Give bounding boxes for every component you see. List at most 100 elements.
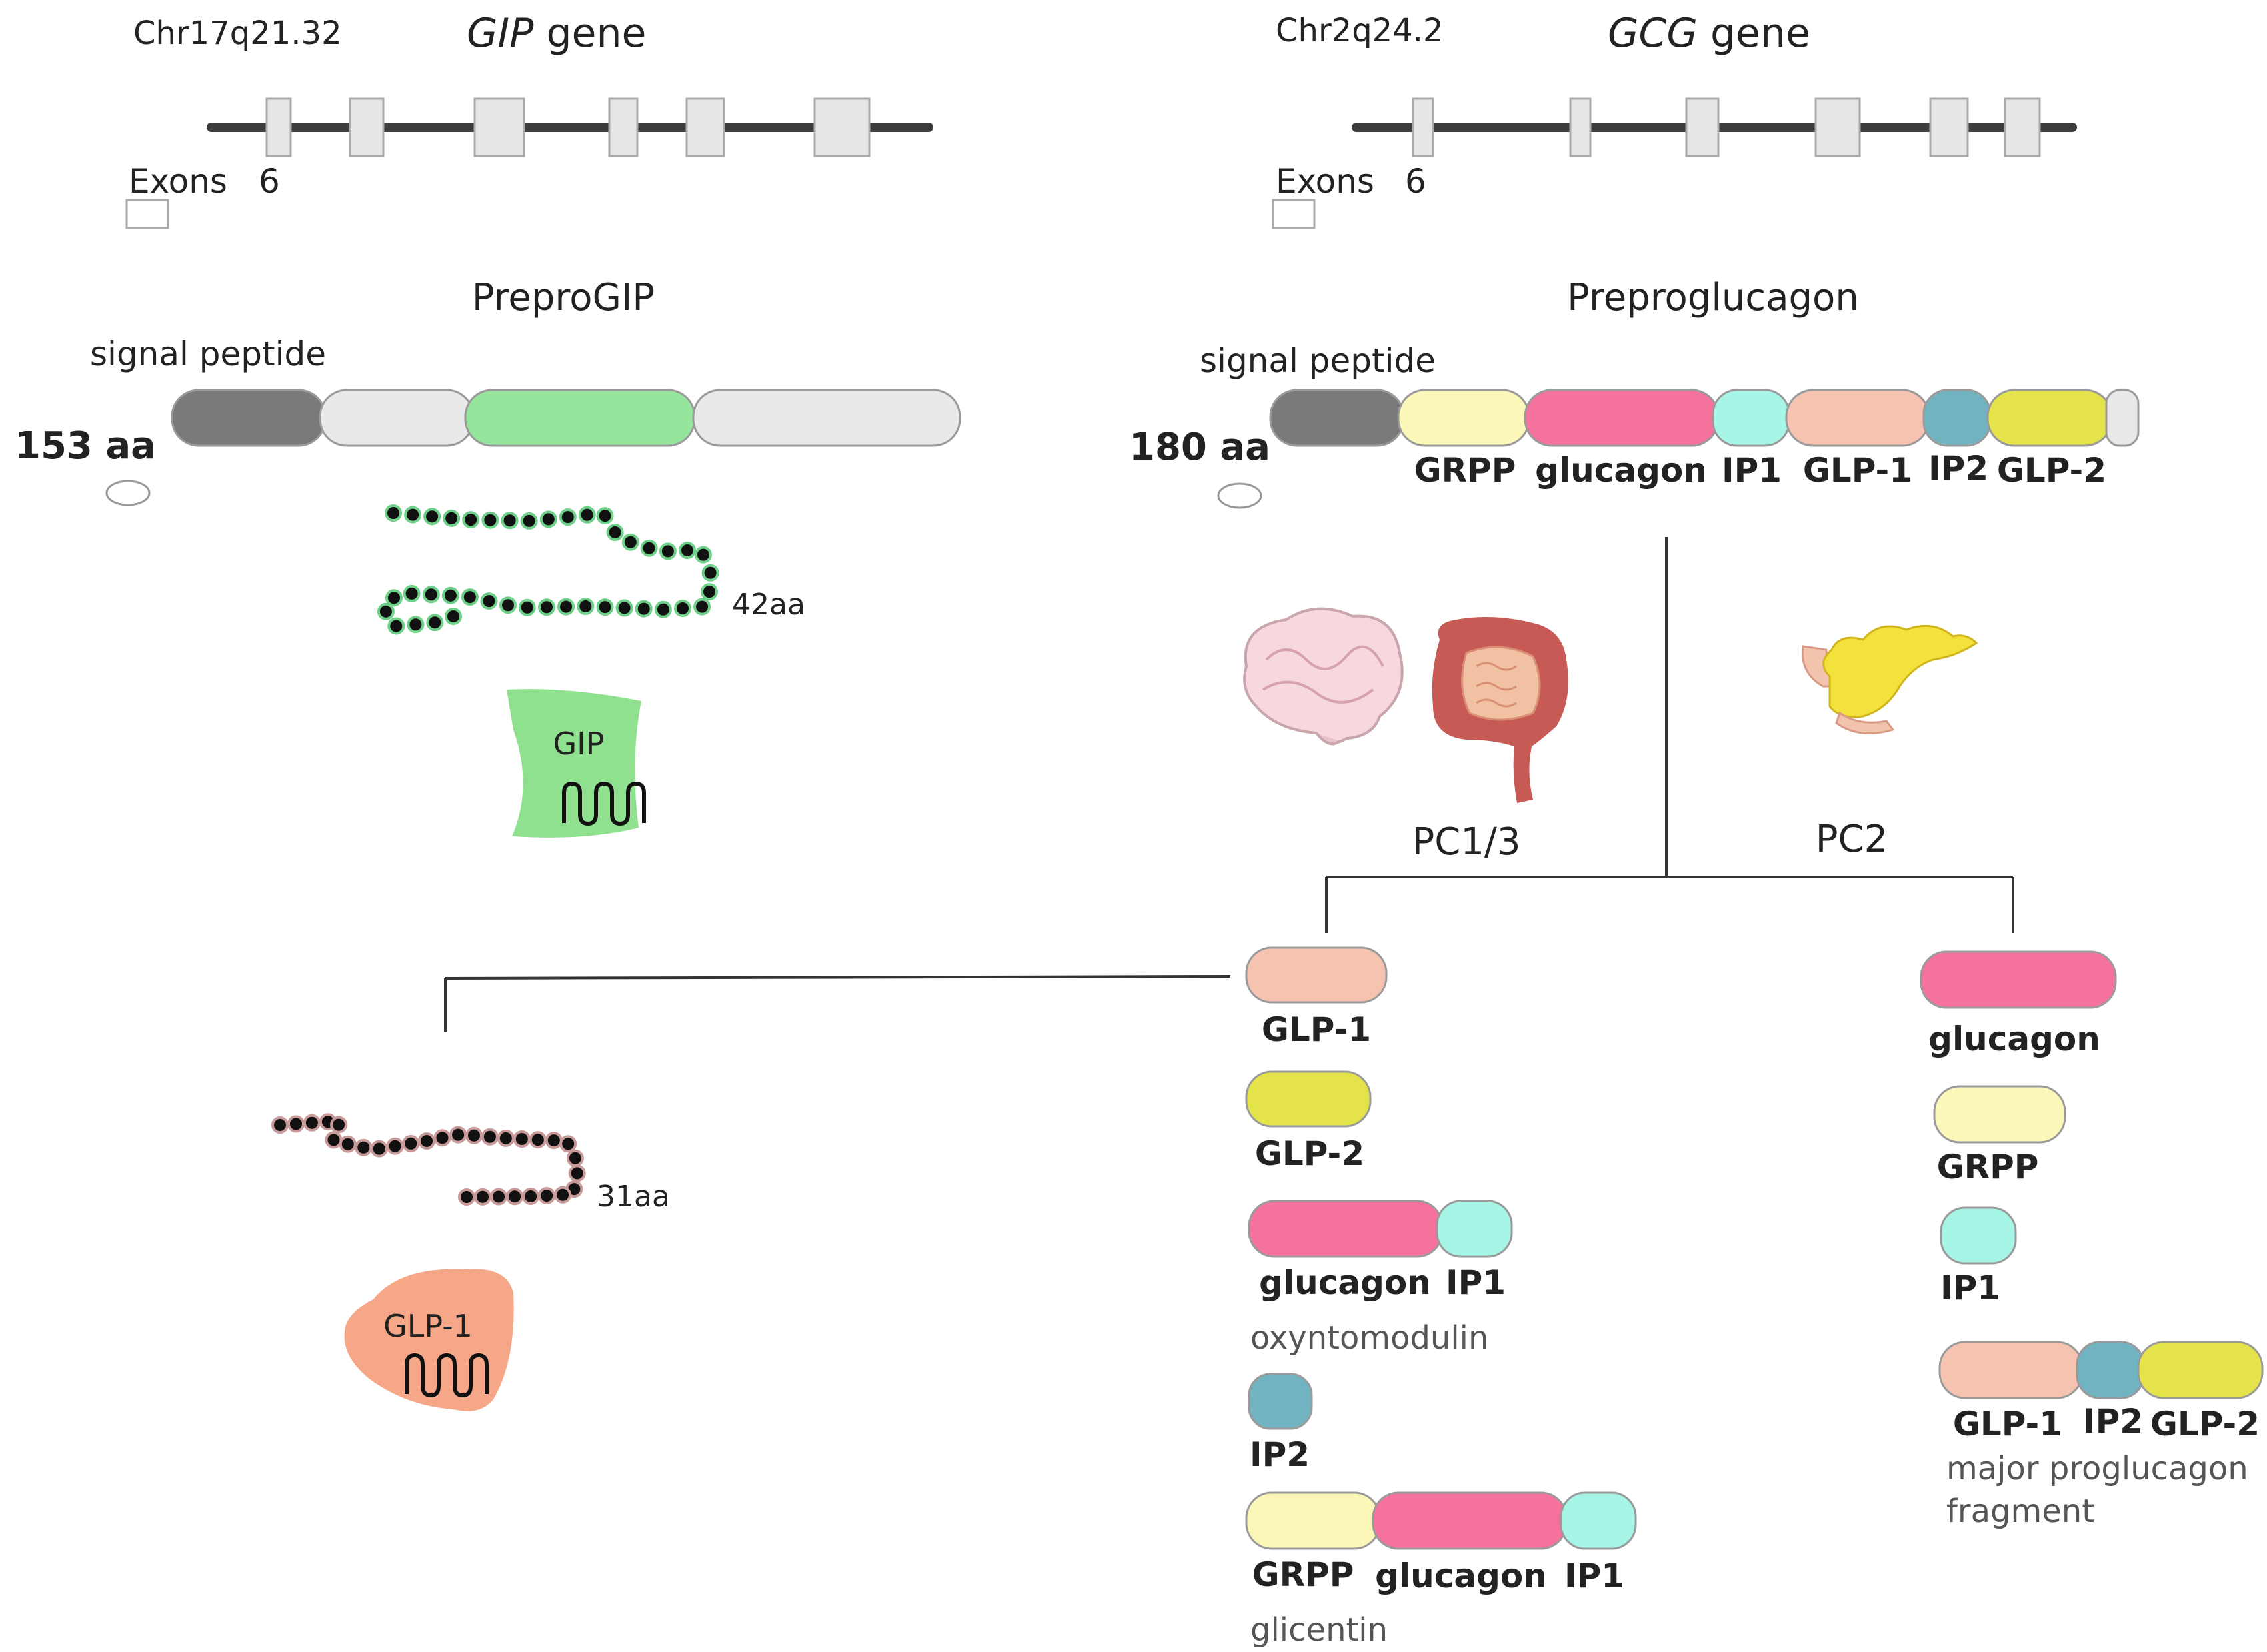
pc13-glicentin-grpp-bar	[1245, 1491, 1381, 1550]
gip-bead	[674, 600, 691, 617]
ppg-label-ip1: IP1	[1722, 451, 1782, 490]
glp1-bead	[529, 1131, 547, 1149]
gip-bead	[480, 592, 498, 610]
gip-exon-1	[265, 97, 292, 157]
glp1-bead	[554, 1186, 572, 1204]
pc2-glucagon-bar	[1920, 950, 2117, 1009]
pc2-grpp-bar	[1933, 1085, 2066, 1144]
gip-gene-panel: Chr17q21.32 GIP gene Exons 6	[125, 10, 933, 229]
gip-bead	[426, 614, 444, 632]
gcg-locus: Chr2q24.2	[1276, 12, 1444, 49]
glicentin-label: glicentin	[1250, 1611, 1388, 1649]
tree-glp1-link	[445, 975, 1231, 980]
glp1-bead	[481, 1128, 499, 1146]
glp1-bead	[506, 1188, 524, 1206]
gip-length-marker	[105, 480, 151, 506]
ppg-ip2-segment	[1922, 389, 1992, 447]
gip-bead	[701, 564, 719, 582]
ppg-grpp-segment	[1397, 389, 1530, 447]
gcg-exon-6	[2004, 97, 2041, 157]
pc2-mpgf-glp2-label: GLP-2	[2150, 1405, 2260, 1443]
glp1-bead	[355, 1138, 373, 1156]
pc2-products	[1920, 950, 2264, 1399]
gip-bead	[539, 510, 557, 528]
gip-shape-label: GIP	[553, 726, 605, 762]
brain-icon	[1243, 607, 1404, 746]
glp1-peptide-chain	[271, 1113, 586, 1206]
gip-peptide-chain	[377, 504, 719, 635]
gip-bead	[701, 583, 718, 601]
gip-exon-4	[608, 97, 639, 157]
gip-gene-line	[207, 123, 933, 132]
gcg-length: 180 aa	[1129, 426, 1270, 469]
gip-bead	[518, 598, 536, 616]
gip-bead	[659, 542, 677, 560]
gip-bead	[441, 586, 459, 604]
glp1-peptide-length: 31aa	[597, 1180, 670, 1214]
glp1-bead	[449, 1126, 467, 1144]
preproglucagon-title: Preproglucagon	[1567, 276, 1859, 319]
glp1-bead	[287, 1115, 305, 1133]
glp1-bead	[325, 1131, 343, 1149]
preprogip-bar	[171, 389, 961, 447]
gip-bead	[520, 512, 538, 530]
glp1-bead	[303, 1114, 321, 1132]
glp1-bead	[271, 1116, 289, 1134]
gip-bead	[385, 589, 403, 607]
glp1-bead	[538, 1187, 556, 1204]
glp1-bead	[559, 1135, 577, 1153]
ppg-label-glp2: GLP-2	[1997, 451, 2106, 490]
gip-bead	[559, 508, 577, 526]
glp1-bead	[433, 1129, 451, 1147]
gip-bead	[445, 608, 462, 625]
ppg-ip1-segment	[1712, 389, 1790, 447]
gip-bead	[377, 602, 395, 620]
pc2-label: PC2	[1816, 818, 1888, 861]
gip-bead	[577, 598, 595, 615]
glp1-bead	[386, 1137, 404, 1155]
gip-bead	[462, 511, 480, 529]
gip-exons-count: 6	[259, 162, 280, 201]
pc2-grpp-label: GRPP	[1937, 1148, 2039, 1186]
pc2-ip1-label: IP1	[1940, 1269, 2000, 1307]
preprogip-pro-segment	[319, 389, 475, 447]
pc2-mpgf-ip2-label: IP2	[2083, 1402, 2143, 1441]
pc2-mpgf-glp2-bar	[2137, 1341, 2264, 1399]
gcg-exon-4	[1814, 97, 1861, 157]
glp1-bead	[522, 1188, 540, 1205]
intestine-icon	[1432, 617, 1568, 803]
pc13-glicentin-ip1-label: IP1	[1564, 1557, 1624, 1595]
pc13-label: PC1/3	[1412, 820, 1521, 864]
gip-bead	[499, 596, 517, 614]
ppg-tail-segment	[2105, 389, 2140, 447]
glp1-bead	[370, 1140, 388, 1158]
gcg-exon-3	[1685, 97, 1720, 157]
glp1-receptor-icon	[405, 1353, 489, 1398]
gip-receptor-icon	[562, 781, 646, 826]
preprogip-signal-segment	[171, 389, 327, 447]
pc13-ip2-bar	[1248, 1373, 1313, 1430]
gcg-exons-count: 6	[1405, 162, 1426, 201]
gip-bead	[621, 533, 639, 551]
glp1-bead	[545, 1132, 563, 1150]
ppg-label-ip2: IP2	[1928, 449, 1988, 488]
gip-length: 153 aa	[15, 424, 156, 468]
ppg-label-glp1: GLP-1	[1803, 451, 1912, 490]
gip-bead	[640, 539, 658, 557]
gcg-length-marker	[1217, 482, 1262, 509]
glp1-bead	[566, 1149, 584, 1167]
gip-exons-label: Exons	[129, 162, 227, 201]
gip-bead	[423, 508, 441, 526]
pc13-oxm-ip1-bar	[1436, 1200, 1513, 1258]
pc13-oxm-ip1-label: IP1	[1446, 1263, 1506, 1302]
glp1-bead	[490, 1188, 507, 1206]
glp1-bead	[402, 1134, 420, 1152]
preprogip-title: PreproGIP	[472, 276, 655, 319]
gcg-exon-1	[1412, 97, 1434, 157]
gip-bead	[615, 599, 633, 617]
gip-bead	[654, 600, 672, 618]
gip-bead	[578, 506, 596, 524]
gcg-exon-5	[1929, 97, 1969, 157]
